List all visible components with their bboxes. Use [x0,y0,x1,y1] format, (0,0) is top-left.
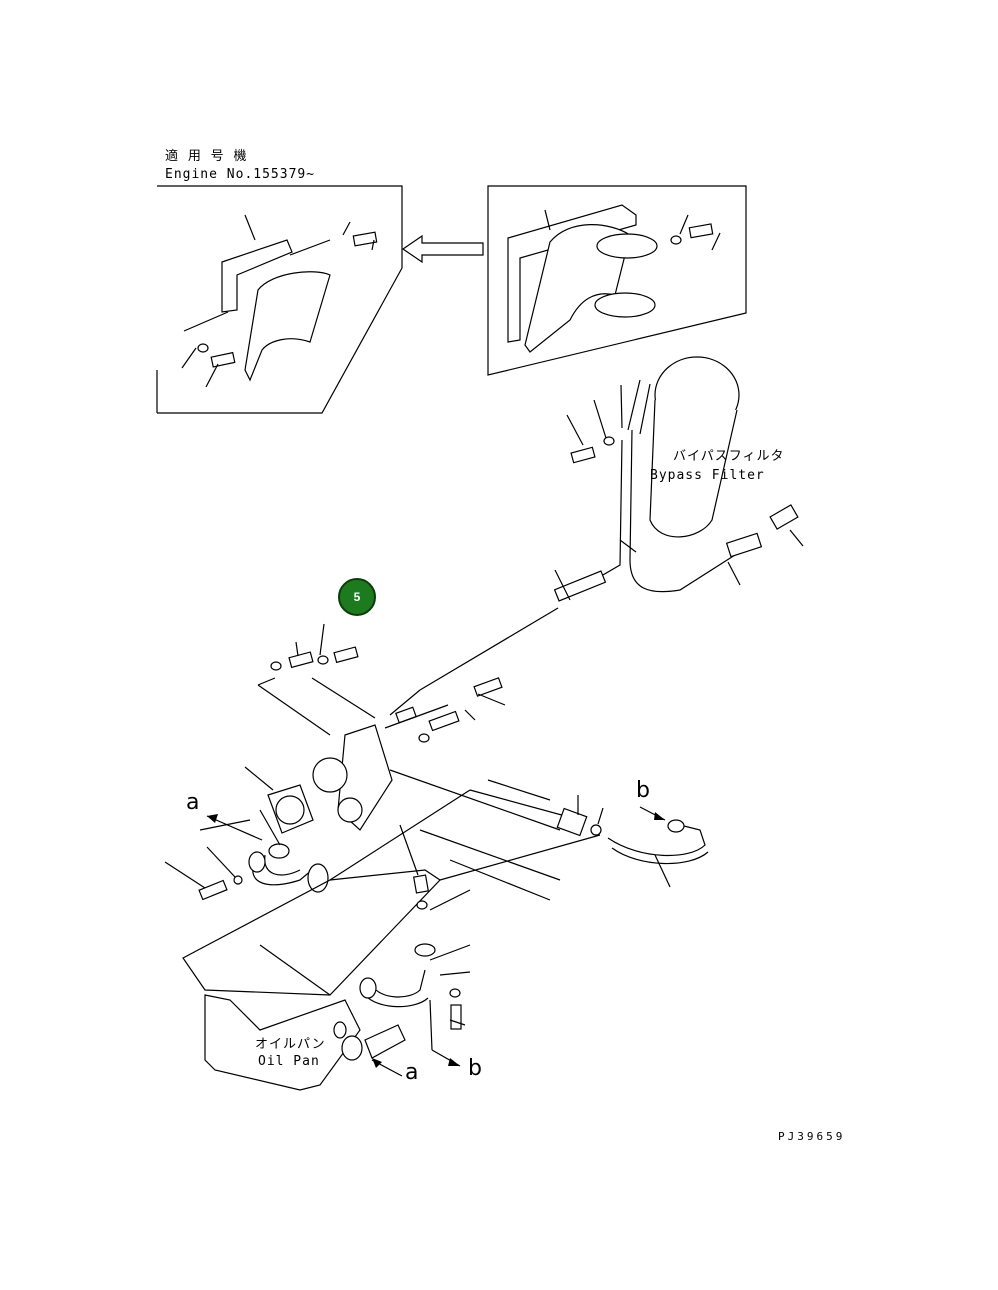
direction-arrow [401,234,484,264]
return-pipe-drawing [199,819,429,1077]
guard-bracket-new [507,204,721,353]
ref-a-lower: a [405,1060,419,1085]
guard-bracket-old [181,214,378,388]
oil-pan-label-jp: オイルパン [255,1037,326,1052]
drawing-number: PJ39659 [778,1130,846,1143]
suction-pipe-drawing [164,809,329,901]
bypass-filter-label-jp: バイパスフィルタ [673,449,785,464]
oil-pan-drawing [182,769,601,1091]
engine-number: Engine No.155379~ [165,167,316,182]
callout-badge[interactable]: 5 [338,578,376,616]
oil-pan-label-en: Oil Pan [258,1054,320,1069]
oil-pump-drawing [206,623,506,841]
ref-b-upper: b [636,778,650,803]
inset-frame-left [157,185,403,414]
ref-b-lower: b [468,1056,482,1081]
drain-fittings [399,824,471,1067]
bypass-filter-drawing [553,356,804,602]
applicability-title: 適 用 号 機 [165,149,248,164]
bypass-filter-label-en: Bypass Filter [650,468,765,483]
outlet-pipe-drawing [556,795,709,888]
ref-a-upper: a [186,790,200,815]
inset-frame-right [487,185,747,376]
